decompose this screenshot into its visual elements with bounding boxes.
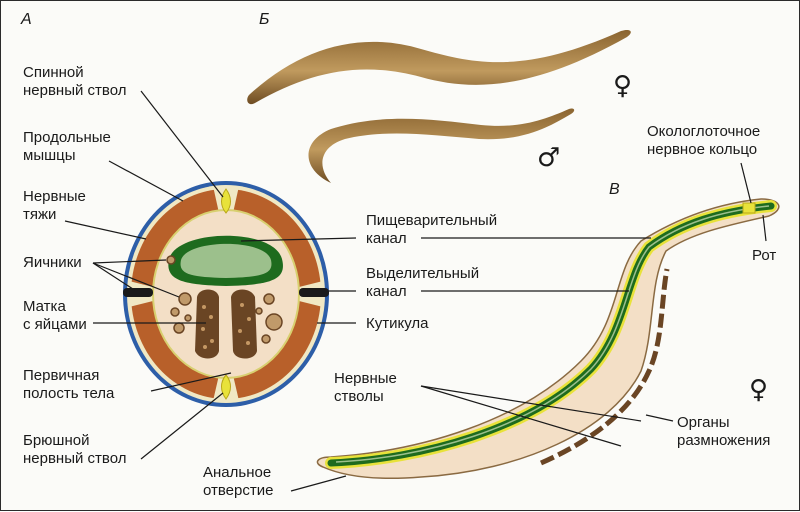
- lateral-line-left: [123, 288, 153, 297]
- reproductive-tube: [539, 268, 670, 466]
- panel-letter-b: Б: [259, 11, 270, 28]
- label-longitudinal-muscles: Продольные мышцы: [23, 129, 111, 164]
- label-ventral-nerve: Брюшной нервный ствол: [23, 432, 127, 467]
- label-primary-cavity: Первичная полость тела: [23, 367, 115, 402]
- label-nerve-trunks: Нервные стволы: [334, 370, 397, 405]
- uterus-right: [231, 289, 257, 359]
- label-pharyngeal-ring: Окологлоточное нервное кольцо: [647, 123, 761, 158]
- label-uterus: Матка с яйцами: [23, 298, 87, 333]
- label-cuticle: Кутикула: [366, 315, 429, 332]
- gut-lumen-line: [335, 205, 770, 463]
- male-worm: [308, 108, 575, 183]
- female-symbol-c-icon: ♀: [749, 375, 769, 405]
- label-nerve-cords: Нервные тяжи: [23, 188, 86, 223]
- label-excretory-canal: Выделительный канал: [366, 265, 480, 300]
- body-outline: [316, 198, 780, 479]
- panel-letter-a: А: [21, 11, 32, 28]
- label-anal-opening: Анальное отверстие: [203, 464, 274, 499]
- lateral-line-right: [299, 288, 329, 297]
- gut-lumen: [180, 243, 272, 278]
- body-cavity: [152, 209, 300, 379]
- longitudinal-section: [316, 198, 780, 479]
- cross-section: [123, 181, 329, 407]
- label-reproductive-organs: Органы размножения: [677, 414, 771, 449]
- female-worm: [247, 29, 631, 105]
- label-digestive-canal: Пищеварительный канал: [366, 212, 498, 247]
- panel-letter-v: В: [609, 181, 620, 198]
- uterus-left: [195, 289, 219, 359]
- ventral-nerve-cord: [221, 374, 231, 400]
- female-symbol-icon: ♀: [613, 71, 633, 101]
- leader-lines: [64, 90, 767, 492]
- label-mouth: Рот: [752, 247, 777, 264]
- label-dorsal-nerve: Спинной нервный ствол: [23, 64, 127, 99]
- male-symbol-icon: ♂: [537, 143, 561, 173]
- label-ovaries: Яичники: [23, 254, 82, 271]
- pharyngeal-ring-mark: [742, 202, 756, 214]
